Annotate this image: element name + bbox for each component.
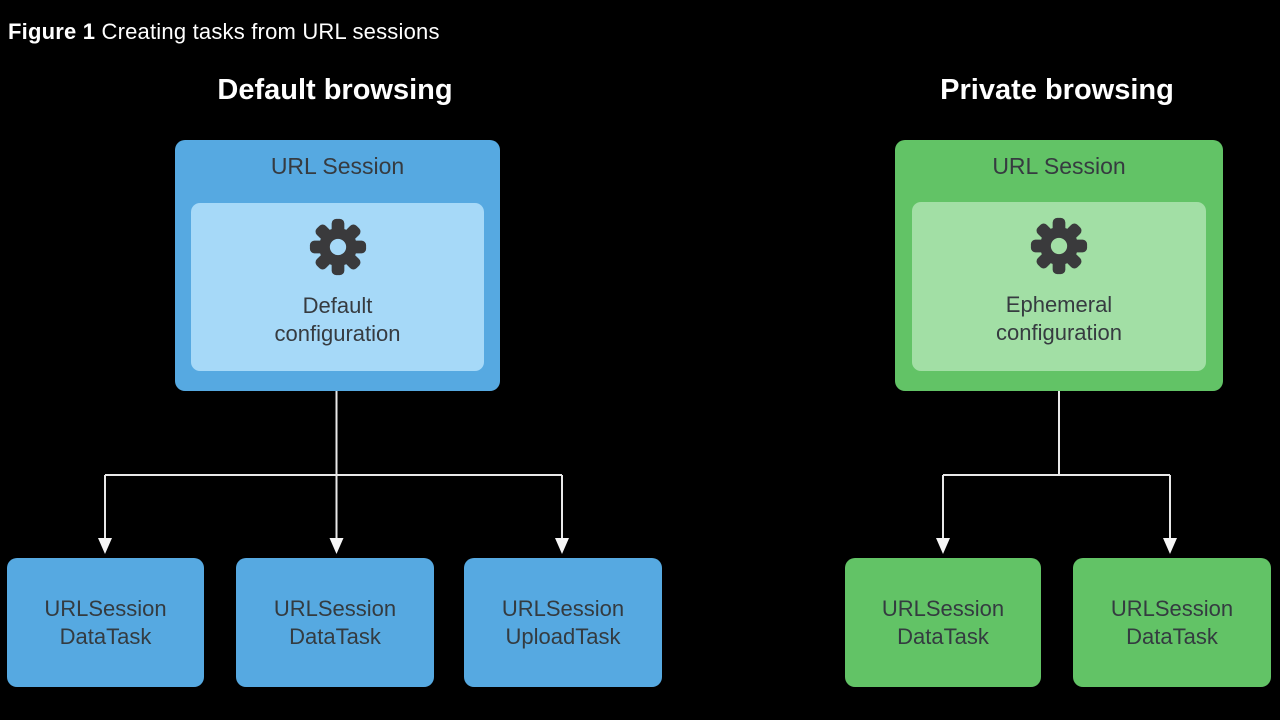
gear-icon [1030,217,1088,275]
heading-private-browsing: Private browsing [940,74,1174,106]
figure-title: Figure 1 Creating tasks from URL session… [8,19,440,45]
session-title: URL Session [270,153,405,179]
figure-caption: Creating tasks from URL sessions [101,19,440,44]
task-box-datatask-1: URLSession DataTask [7,558,204,687]
figure-label: Figure 1 [8,19,96,44]
arrow-down-icon [936,538,950,554]
arrow-down-icon [1163,538,1177,554]
arrow-down-icon [98,538,112,554]
default-configuration-box: Default configuration [191,203,484,371]
ephemeral-configuration-box: Ephemeral configuration [912,202,1206,371]
arrow-down-icon [555,538,569,554]
configuration-label: Default configuration [274,293,401,346]
session-title: URL Session [992,153,1126,179]
url-session-box-default: URL Session [175,140,500,391]
task-box-datatask-2: URLSession DataTask [236,558,434,687]
heading-default-browsing: Default browsing [217,74,453,106]
gear-icon [309,218,366,276]
task-box-uploadtask: URLSession UploadTask [464,558,662,687]
task-box-private-datatask-1: URLSession DataTask [845,558,1041,687]
configuration-label: Ephemeral configuration [996,292,1122,345]
task-box-private-datatask-2: URLSession DataTask [1073,558,1271,687]
url-session-box-private: URL Session [895,140,1223,391]
arrow-down-icon [329,538,344,554]
